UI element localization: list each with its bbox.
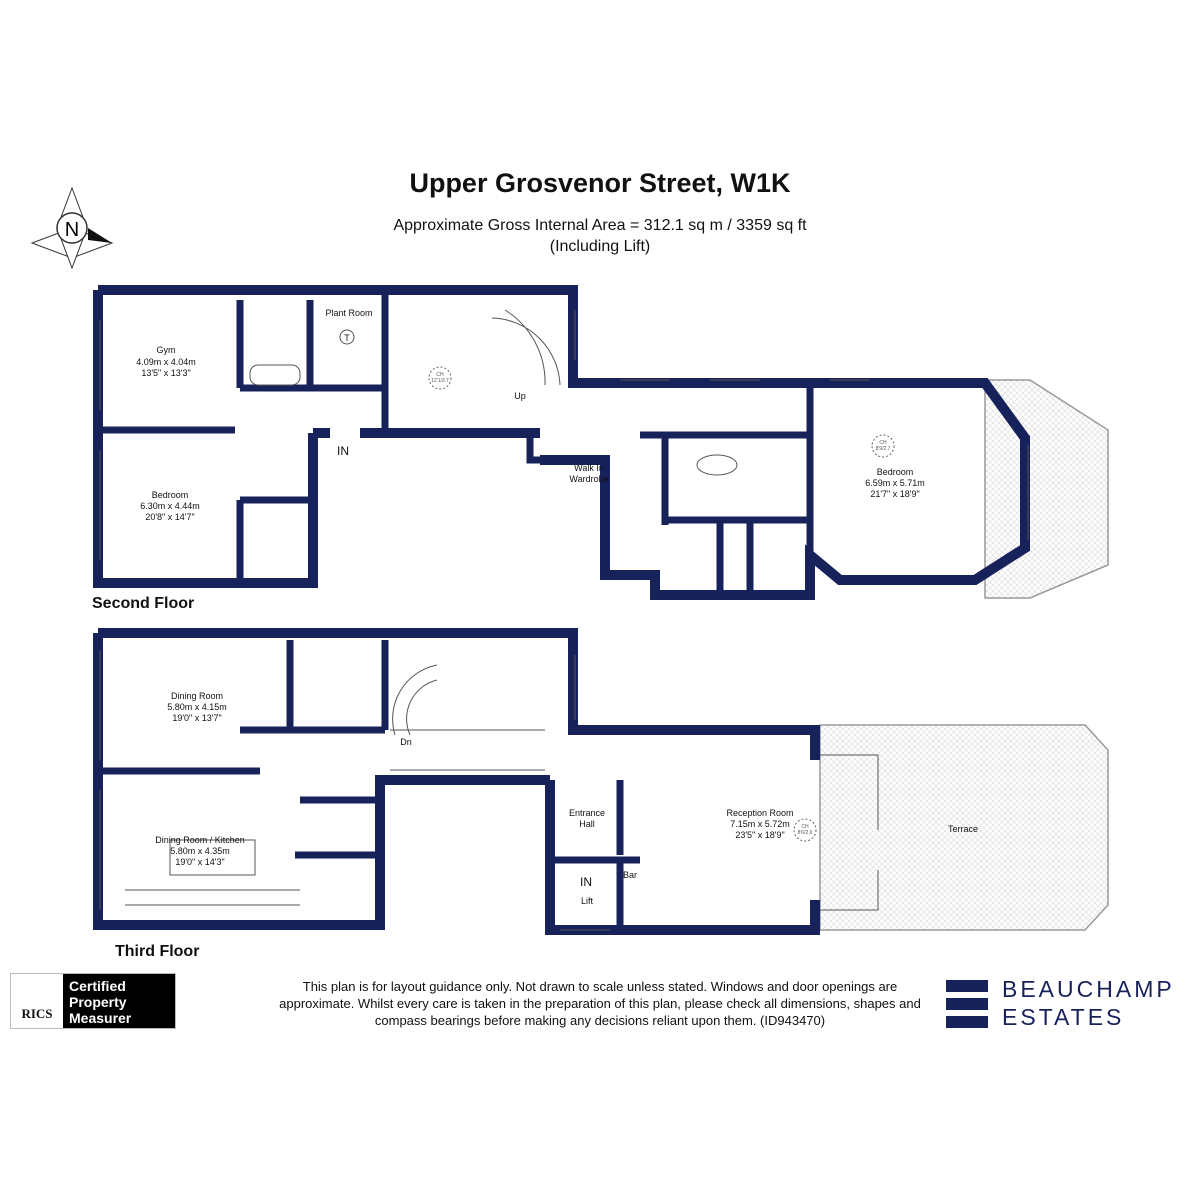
room-name-entrance-hall: Hall bbox=[579, 819, 595, 829]
rics-badge: RICS Certified Property Measurer bbox=[10, 973, 176, 1029]
room-size-imperial: 21'7" x 18'9" bbox=[870, 489, 919, 499]
staircase-icon bbox=[392, 664, 438, 736]
floor-label-second: Second Floor bbox=[92, 595, 194, 612]
room-size-metric: 5.80m x 4.35m bbox=[170, 846, 230, 856]
ceiling-height-label: CH bbox=[801, 824, 809, 830]
room-name-reception: Reception Room bbox=[726, 808, 793, 818]
third-floor-plan: CH 8'6/2.6 Dining Room 5.80m x 4.15m 19'… bbox=[93, 628, 1109, 960]
stairs-up-label: Up bbox=[514, 391, 526, 401]
ceiling-height-value: 8'6/2.6 bbox=[798, 830, 813, 836]
entrance-marker: IN bbox=[337, 444, 349, 458]
staircase-icon bbox=[491, 309, 561, 386]
brand-name-line1: BEAUCHAMP bbox=[1002, 976, 1175, 1002]
brand-name-line2: ESTATES bbox=[1002, 1004, 1125, 1030]
rics-logo: RICS bbox=[11, 974, 63, 1028]
entrance-marker: IN bbox=[580, 875, 592, 889]
room-size-imperial: 23'5" x 18'9" bbox=[735, 830, 784, 840]
room-name-bedroom: Bedroom bbox=[877, 467, 914, 477]
compass-icon: N bbox=[30, 186, 114, 270]
ceiling-height-label: CH bbox=[879, 440, 887, 446]
balcony bbox=[984, 379, 1109, 599]
disclaimer: This plan is for layout guidance only. N… bbox=[279, 979, 921, 1028]
ceiling-height-label: CH bbox=[436, 372, 444, 378]
rics-line: Certified bbox=[69, 978, 126, 994]
room-size-metric: 6.30m x 4.44m bbox=[140, 501, 200, 511]
room-size-imperial: 20'8" x 14'7" bbox=[145, 512, 194, 522]
room-name-bar: Bar bbox=[623, 870, 637, 880]
room-name-entrance-hall: Entrance bbox=[569, 808, 605, 818]
room-name-terrace: Terrace bbox=[948, 824, 978, 834]
second-floor-plan: T CH 12'1/3.7 CH 8'9/2.7 Gym 4.09m x 4.0… bbox=[92, 285, 1109, 612]
plan-title: Upper Grosvenor Street, W1K bbox=[409, 168, 791, 198]
room-name-bedroom: Bedroom bbox=[152, 490, 189, 500]
gross-area: Approximate Gross Internal Area = 312.1 … bbox=[393, 217, 807, 234]
room-name-dining-room: Dining Room bbox=[171, 691, 223, 701]
room-size-metric: 4.09m x 4.04m bbox=[136, 357, 196, 367]
rics-line: Property bbox=[69, 994, 127, 1010]
area-note: (Including Lift) bbox=[549, 238, 651, 255]
stairs-down-label: Dn bbox=[400, 737, 412, 747]
room-size-metric: 5.80m x 4.15m bbox=[167, 702, 227, 712]
ceiling-height-value: 8'9/2.7 bbox=[876, 446, 891, 452]
room-size-metric: 7.15m x 5.72m bbox=[730, 819, 790, 829]
room-name-kitchen: Dining Room / Kitchen bbox=[155, 835, 245, 845]
room-size-imperial: 19'0" x 14'3" bbox=[175, 857, 224, 867]
rics-certification: Certified Property Measurer bbox=[63, 974, 175, 1028]
room-name-lift: Lift bbox=[581, 896, 594, 906]
thermostat-symbol: T bbox=[344, 333, 350, 343]
room-name-gym: Gym bbox=[157, 345, 176, 355]
room-size-metric: 6.59m x 5.71m bbox=[865, 478, 925, 488]
room-size-imperial: 19'0" x 13'7" bbox=[172, 713, 221, 723]
room-size-imperial: 13'5" x 13'3" bbox=[141, 368, 190, 378]
room-name-walk-in-wardrobe: Walk In bbox=[574, 463, 604, 473]
floor-label-third: Third Floor bbox=[115, 943, 199, 960]
room-name-plant-room: Plant Room bbox=[325, 308, 372, 318]
compass-north-label: N bbox=[65, 219, 79, 241]
ceiling-height-value: 12'1/3.7 bbox=[431, 378, 449, 384]
rics-line: Measurer bbox=[69, 1010, 132, 1026]
room-name-walk-in-wardrobe: Wardrobe bbox=[569, 474, 608, 484]
